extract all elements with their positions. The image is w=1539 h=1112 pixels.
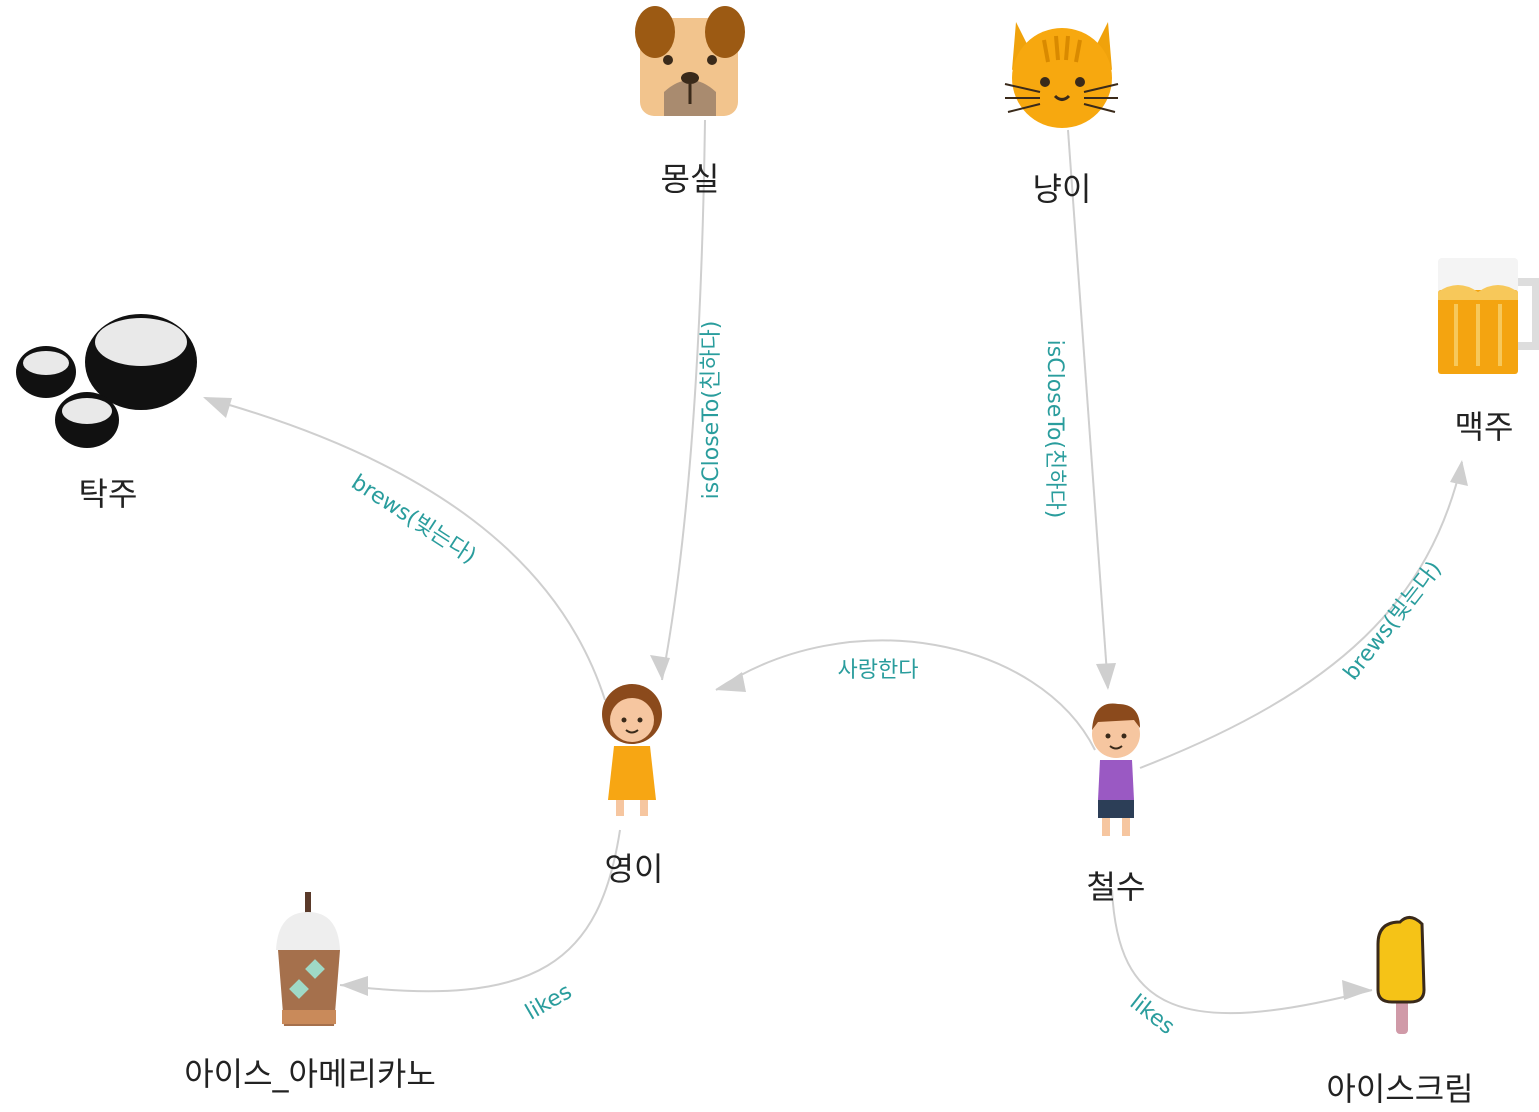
ice-cream-bar-icon (1376, 916, 1426, 1034)
edge-cat-to-chulsoo (1067, 129, 1116, 690)
node-chulsoo[interactable]: 철수 (1087, 703, 1146, 906)
arrowhead (203, 397, 232, 418)
node-beer[interactable]: 맥주 (1438, 258, 1539, 446)
edge-label-dog-younghee: isCloseTo(친하다) (699, 321, 724, 500)
node-dog[interactable]: 몽실 (635, 6, 745, 198)
arrowhead (716, 672, 746, 692)
beer-mug-icon (1438, 258, 1539, 374)
cat-icon (1004, 22, 1119, 128)
node-label: 아이스_아메리카노 (184, 1055, 436, 1093)
node-label: 아이스크림 (1326, 1070, 1473, 1108)
edge-label-chulsoo-younghee: 사랑한다 (838, 658, 919, 683)
rice-wine-bowls-icon (16, 314, 197, 448)
node-label: 탁주 (79, 475, 138, 513)
edge-label-chulsoo-beer: brews(빚는다) (1339, 557, 1447, 685)
node-label: 맥주 (1455, 408, 1514, 446)
node-icecream[interactable]: 아이스크림 (1326, 916, 1474, 1108)
arrowhead (340, 976, 368, 996)
node-label: 철수 (1087, 868, 1146, 906)
edge-younghee-to-coffee (339, 829, 621, 996)
edge-younghee-to-takju (203, 397, 606, 701)
arrowhead (650, 655, 670, 680)
edge-label-younghee-takju: brews(빚는다) (347, 470, 481, 569)
node-younghee[interactable]: 영이 (602, 684, 663, 888)
boy-icon (1092, 703, 1140, 836)
edge-label-cat-chulsoo: isCloseTo(친하다) (1042, 340, 1067, 519)
node-coffee[interactable]: 아이스_아메리카노 (184, 892, 436, 1093)
node-label: 영이 (605, 850, 664, 888)
node-label: 몽실 (661, 160, 720, 198)
node-label: 냥이 (1033, 170, 1092, 208)
arrowhead (1342, 980, 1372, 1000)
edge-label-chulsoo-icecream: likes (1125, 990, 1179, 1040)
arrowhead (1096, 663, 1116, 690)
edge-chulsoo-to-beer (1139, 460, 1468, 769)
edge-chulsoo-to-icecream (1111, 889, 1373, 1015)
edge-chulsoo-to-younghee (715, 639, 1096, 751)
iced-coffee-icon (276, 892, 340, 1026)
arrowhead (1450, 460, 1468, 486)
node-takju[interactable]: 탁주 (16, 314, 197, 513)
edge-label-younghee-coffee: likes (521, 979, 576, 1025)
node-cat[interactable]: 냥이 (1004, 22, 1119, 208)
edge-dog-to-younghee (650, 119, 706, 681)
dog-icon (635, 6, 745, 116)
girl-icon (602, 684, 662, 816)
